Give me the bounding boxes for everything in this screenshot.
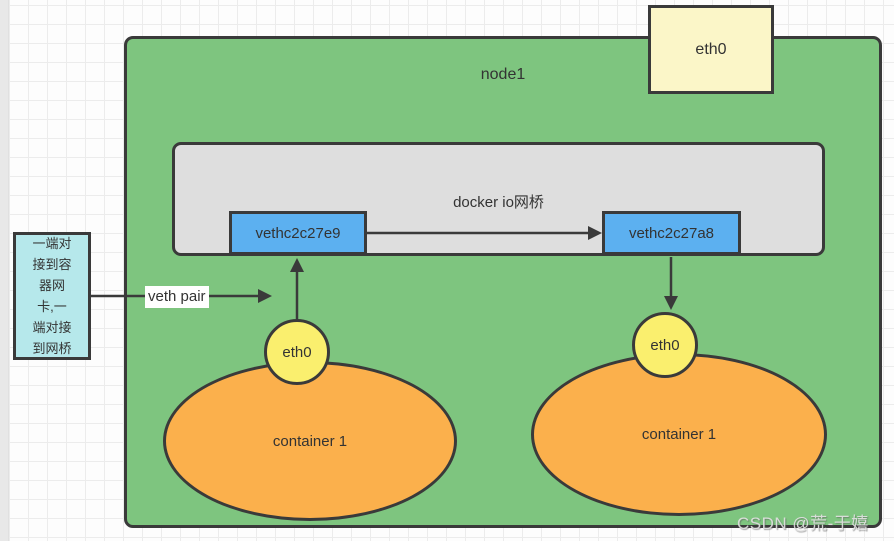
veth-note-box: 一端对 接到容 器网 卡,一 端对接 到网桥 xyxy=(13,232,91,360)
docker-bridge-label: docker io网桥 xyxy=(453,194,544,211)
veth-note-text: 一端对 接到容 器网 卡,一 端对接 到网桥 xyxy=(32,236,72,356)
veth-endpoint-right-box: vethc2c27a8 xyxy=(602,211,741,255)
container-eth0-right-label: eth0 xyxy=(650,336,680,354)
veth-endpoint-left-label: vethc2c27e9 xyxy=(255,224,341,242)
container-eth0-right-circle: eth0 xyxy=(632,312,698,378)
host-eth0-label: eth0 xyxy=(695,40,727,58)
watermark-text: CSDN @荒-于嬉 xyxy=(737,514,869,533)
container1-right-label: container 1 xyxy=(641,426,717,443)
canvas-page-edge xyxy=(0,0,9,541)
veth-endpoint-right-label: vethc2c27a8 xyxy=(628,224,715,242)
node1-label: node1 xyxy=(480,66,526,83)
veth-endpoint-left-box: vethc2c27e9 xyxy=(229,211,367,255)
container1-left-ellipse: container 1 xyxy=(163,361,457,521)
container1-right-ellipse: container 1 xyxy=(531,353,827,516)
container1-left-label: container 1 xyxy=(272,432,348,450)
host-eth0-box: eth0 xyxy=(648,5,774,94)
container-eth0-left-circle: eth0 xyxy=(264,319,330,385)
container-eth0-left-label: eth0 xyxy=(282,343,312,361)
veth-pair-label: veth pair xyxy=(145,286,209,308)
